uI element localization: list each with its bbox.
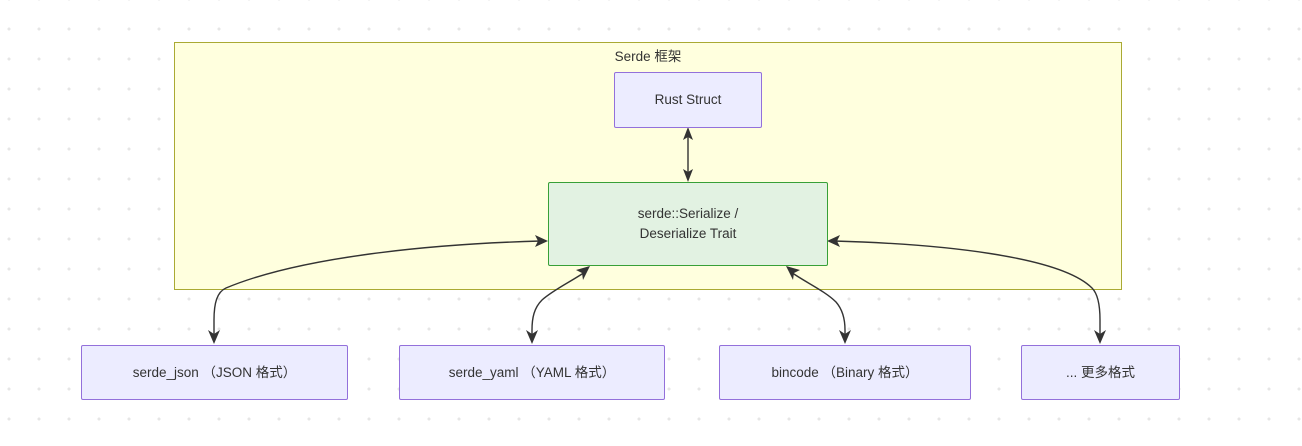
node-serde-trait-label: serde::Serialize / Deserialize Trait xyxy=(638,204,739,243)
node-serde-json-label: serde_json （JSON 格式） xyxy=(132,364,297,380)
node-bincode[interactable]: bincode （Binary 格式） xyxy=(719,345,971,400)
node-serde-json[interactable]: serde_json （JSON 格式） xyxy=(81,345,348,400)
node-serde-trait[interactable]: serde::Serialize / Deserialize Trait xyxy=(548,182,828,266)
node-rust-struct[interactable]: Rust Struct xyxy=(614,72,762,128)
node-serde-yaml-label: serde_yaml （YAML 格式） xyxy=(448,364,616,380)
node-more-formats[interactable]: ... 更多格式 xyxy=(1021,345,1180,400)
node-bincode-label: bincode （Binary 格式） xyxy=(771,364,919,380)
node-serde-trait-label-line2: Deserialize Trait xyxy=(639,226,737,241)
cluster-label: Serde 框架 xyxy=(614,49,682,64)
node-serde-yaml[interactable]: serde_yaml （YAML 格式） xyxy=(399,345,665,400)
node-rust-struct-label: Rust Struct xyxy=(654,92,722,108)
node-serde-trait-label-line1: serde::Serialize / xyxy=(637,206,739,222)
node-more-formats-label: ... 更多格式 xyxy=(1065,364,1135,380)
